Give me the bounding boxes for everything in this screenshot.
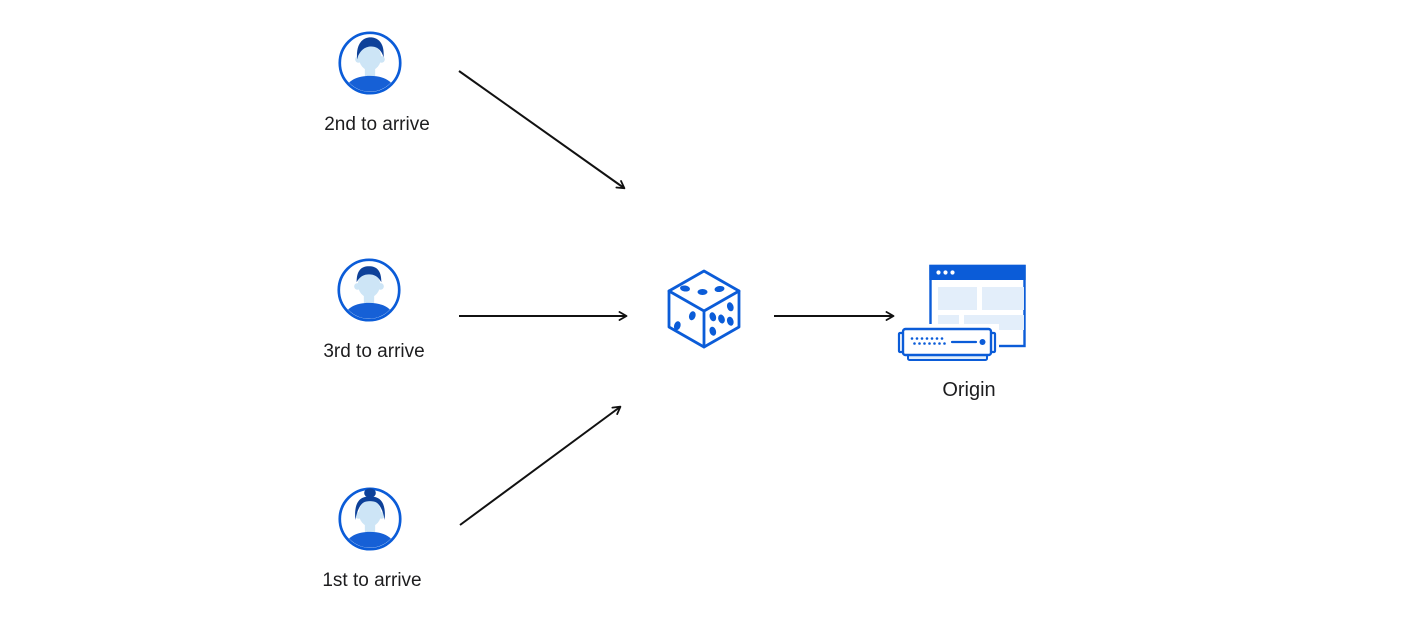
server-vent-dots <box>910 337 946 345</box>
label-visitor-top: 2nd to arrive <box>324 114 430 135</box>
label-visitor-bottom: 1st to arrive <box>322 570 422 591</box>
origin-server-icon <box>896 264 1026 363</box>
label-origin: Origin <box>942 379 996 401</box>
user-avatar-3rd-icon <box>337 258 401 322</box>
arrow-visitor-bottom-to-dice <box>459 405 622 526</box>
user-avatar-1st-icon <box>338 487 402 551</box>
label-visitor-middle: 3rd to arrive <box>323 341 425 362</box>
arrow-visitor-top-to-dice <box>458 70 626 190</box>
dice-icon <box>667 269 741 349</box>
user-avatar-2nd-icon <box>338 31 402 95</box>
